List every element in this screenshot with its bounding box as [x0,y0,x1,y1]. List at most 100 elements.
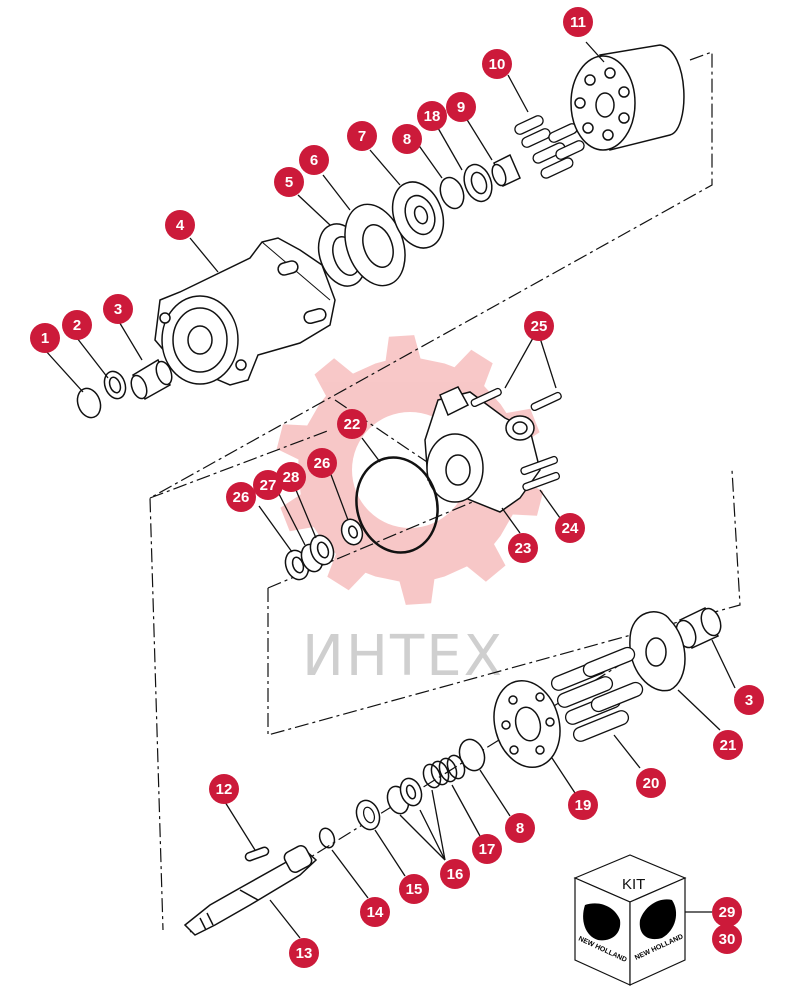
o-ring [355,456,439,554]
callout-label: 27 [260,477,277,494]
callout-circle [307,448,337,478]
callout-16: 16 [440,859,470,889]
drive-shaft [183,845,318,936]
callout-30: 30 [712,924,742,954]
callout-circle [734,685,764,715]
callout-10: 10 [482,49,512,79]
callout-15: 15 [399,874,429,904]
callout-14: 14 [360,897,390,927]
callout-circle [347,121,377,151]
callout-24: 24 [555,513,585,543]
callout-label: 23 [515,540,532,557]
watermark-text: ИНТЕХ [302,624,504,689]
callout-26: 26 [226,482,256,512]
callout-circle [276,462,306,492]
lower-washers [386,777,423,815]
lower-pistons [550,646,644,742]
callout-28: 28 [276,462,306,492]
callout-18: 18 [417,101,447,131]
callout-label: 4 [176,217,185,234]
callout-22: 22 [337,409,367,439]
callout-circle [446,92,476,122]
callout-27: 27 [253,470,283,500]
swash-plate [629,611,686,692]
callout-6: 6 [299,145,329,175]
retainer-plate [493,679,561,769]
callout-label: 3 [745,692,753,709]
callout-circle [274,167,304,197]
upper-plates [317,153,521,287]
callout-circle [508,533,538,563]
callout-circle [103,294,133,324]
callout-21: 21 [713,730,743,760]
snap-ring [76,387,102,419]
cylinder-block [570,44,685,151]
callout-label: 8 [516,820,524,837]
callout-8: 8 [505,813,535,843]
callout-circle [440,859,470,889]
upper-pistons [514,115,585,179]
callout-circle [524,311,554,341]
callout-circle [636,768,666,798]
callout-25: 25 [524,311,554,341]
callout-29: 29 [712,897,742,927]
callout-label: 30 [719,931,736,948]
callout-17: 17 [472,834,502,864]
callout-label: 29 [719,904,736,921]
callout-label: 3 [114,301,122,318]
callout-label: 15 [406,881,423,898]
callout-circle [392,124,422,154]
callout-circle [712,897,742,927]
callout-label: 1 [41,330,49,347]
roller-bearing [439,176,465,210]
callout-label: 2 [73,317,81,334]
callout-label: 26 [314,455,331,472]
callout-circle [226,482,256,512]
callout-label: 18 [424,108,441,125]
callout-19: 19 [568,790,598,820]
rings-left [76,358,173,419]
kit-label: KIT [622,876,645,893]
callout-label: 12 [216,781,233,798]
callout-20: 20 [636,768,666,798]
callout-3: 3 [103,294,133,324]
callout-circle [563,7,593,37]
callout-circle [399,874,429,904]
callout-label: 21 [720,737,737,754]
callout-circle [30,323,60,353]
bolts [470,387,562,492]
callout-circle [713,730,743,760]
callout-label: 11 [570,14,586,31]
callout-label: 17 [479,841,496,858]
callout-circle [505,813,535,843]
callout-26: 26 [307,448,337,478]
callout-label: 22 [344,416,361,433]
callout-circle [360,897,390,927]
callout-label: 20 [643,775,660,792]
middle-small-parts [284,518,364,581]
callout-label: 7 [358,128,366,145]
callout-12: 12 [209,774,239,804]
callout-label: 5 [285,174,293,191]
callout-23: 23 [508,533,538,563]
callout-label: 8 [403,131,411,148]
callout-label: 26 [233,489,250,506]
callout-circle [289,938,319,968]
callout-7: 7 [347,121,377,151]
callout-circle [712,924,742,954]
end-cover [424,386,541,513]
callout-11: 11 [563,7,593,37]
callout-label: 13 [296,945,313,962]
leader-lines [44,41,736,939]
callout-9: 9 [446,92,476,122]
callout-circle [472,834,502,864]
callout-label: 24 [562,520,579,537]
callout-label: 28 [283,469,300,486]
callout-circle [482,49,512,79]
callout-circle [417,101,447,131]
callout-8: 8 [392,124,422,154]
callout-circle [62,310,92,340]
callout-label: 19 [575,797,592,814]
callout-3: 3 [734,685,764,715]
callout-4: 4 [165,210,195,240]
